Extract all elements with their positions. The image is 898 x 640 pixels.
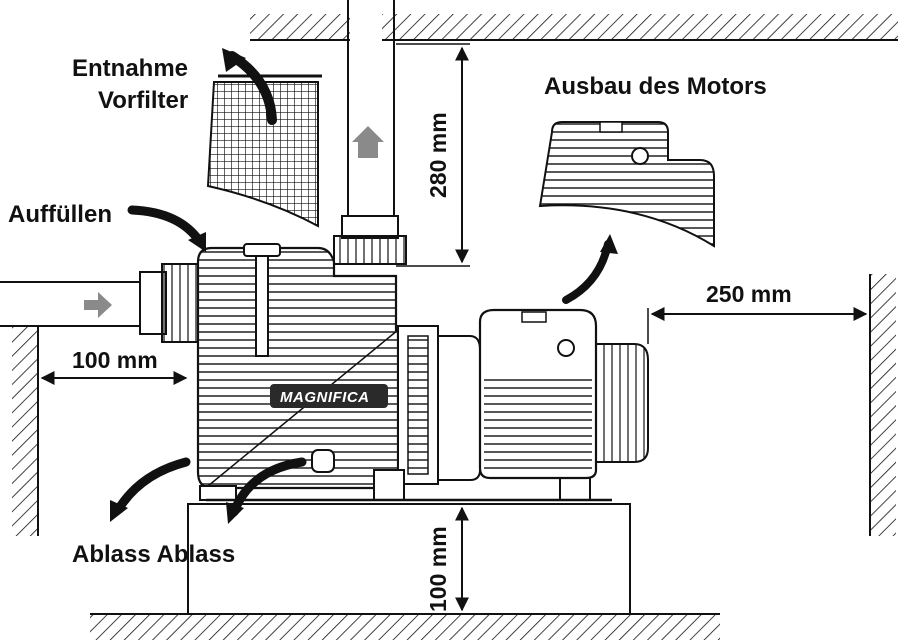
motor (478, 308, 649, 480)
drain-plug-icon (311, 449, 335, 473)
auffuellen-label: Auffüllen (8, 201, 112, 228)
ceiling-wall (250, 14, 898, 41)
brand-badge (270, 384, 388, 408)
left-wall (0, 325, 39, 536)
entnahme-label: Entnahme (72, 55, 188, 82)
ausbau-label: Ausbau des Motors (544, 73, 767, 100)
base-height-label: 100 mm (425, 526, 451, 612)
motor-detail-bolt-icon (631, 147, 649, 165)
top-clearance-label: 280 mm (425, 112, 451, 198)
vorfilter-label: Vorfilter (98, 87, 188, 114)
brand-text: MAGNIFICA (280, 389, 370, 406)
action-arrows (110, 48, 618, 524)
prefilter-basket (206, 74, 322, 228)
ablass-left-arrow-icon (113, 457, 191, 515)
right-wall (869, 274, 896, 536)
floor (90, 613, 720, 640)
ausbau-arrow-icon (562, 240, 612, 304)
inlet-flow-arrow-icon (84, 292, 112, 318)
ablass-right-arrow-icon (229, 457, 307, 517)
left-clearance-label: 100 mm (72, 347, 158, 373)
removed-motor-detail (538, 121, 715, 248)
motor-bolt-icon (557, 339, 575, 357)
ablass-label: Ablass Ablass (72, 541, 235, 568)
outlet-pipe (333, 0, 407, 265)
dimension-lines (40, 43, 868, 612)
concrete-base (187, 503, 631, 615)
right-clearance-label: 250 mm (706, 281, 792, 307)
outlet-flow-arrow-icon (352, 126, 384, 158)
auffuellen-arrow-icon (127, 205, 205, 247)
